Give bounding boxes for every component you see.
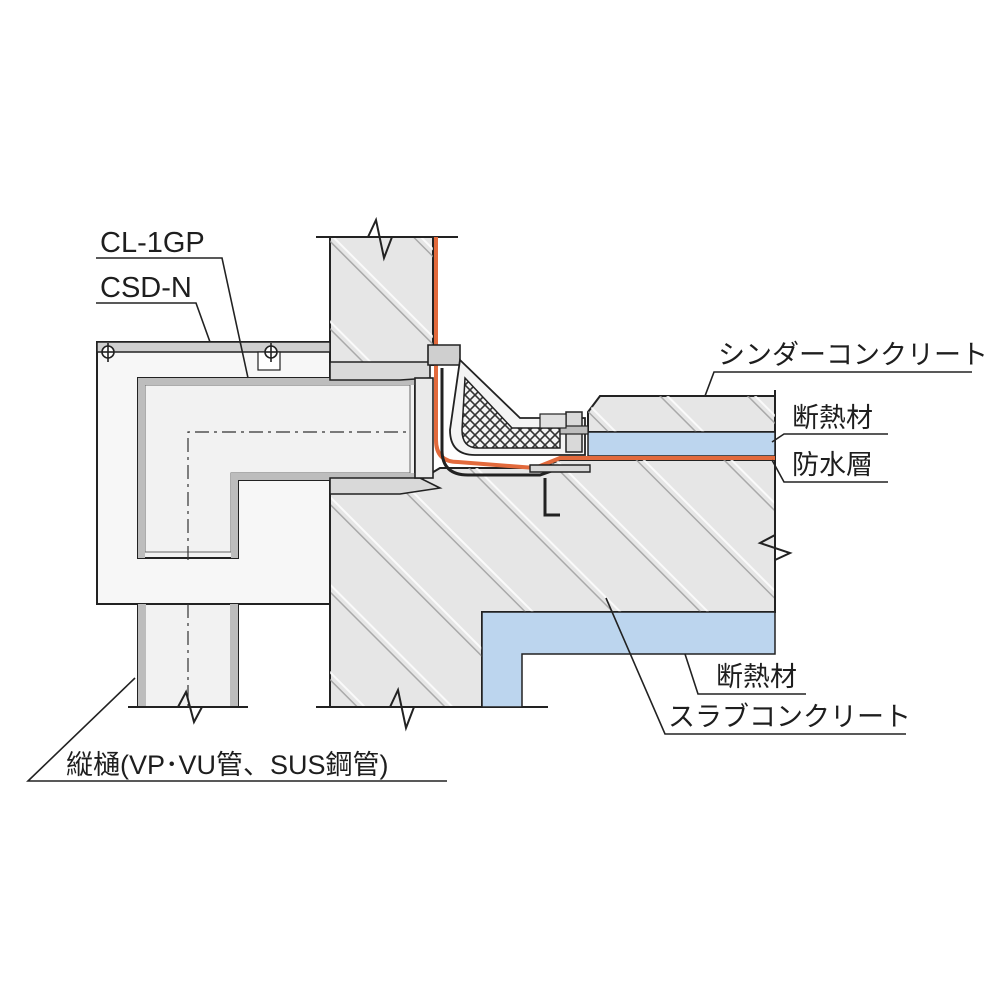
break-symbol-bottom: [316, 686, 548, 732]
downpipe: [128, 603, 248, 725]
label-csd-n: CSD-N: [100, 272, 192, 304]
leader-slab: [605, 597, 906, 735]
cinder-concrete-block: [587, 395, 776, 433]
label-slab-concrete: スラブコンクリート: [668, 702, 911, 732]
elbow-pipe-cl-1gp: [137, 377, 416, 560]
break-symbol-right: [757, 390, 793, 612]
leader-insulation-upper: [771, 433, 888, 443]
insulation-upper-band: [587, 431, 776, 457]
leader-downpipe: [26, 677, 447, 782]
label-waterproof-layer: 防水層: [792, 450, 873, 480]
label-cinder-concrete: シンダーコンクリート: [718, 340, 988, 370]
leader-cinder: [704, 371, 972, 397]
label-downpipe: 縦樋(VP･VU管、SUS鋼管): [66, 750, 389, 780]
label-cl-1gp: CL-1GP: [100, 227, 205, 259]
insulation-lower-band: [481, 611, 776, 708]
label-insulation-lower: 断熱材: [716, 662, 797, 692]
screw-icon: [101, 343, 115, 362]
leader-cl1gp: [96, 257, 249, 379]
concrete-body: [329, 236, 776, 708]
break-symbol-top: [316, 216, 458, 262]
leader-insulation-lower: [684, 653, 806, 695]
drain-flange-assembly: [329, 344, 591, 517]
screw-icon: [264, 343, 278, 362]
leader-lines: [26, 257, 972, 782]
label-insulation-upper: 断熱材: [792, 403, 873, 433]
leader-csdn: [96, 302, 211, 343]
leader-waterproof: [771, 459, 888, 483]
